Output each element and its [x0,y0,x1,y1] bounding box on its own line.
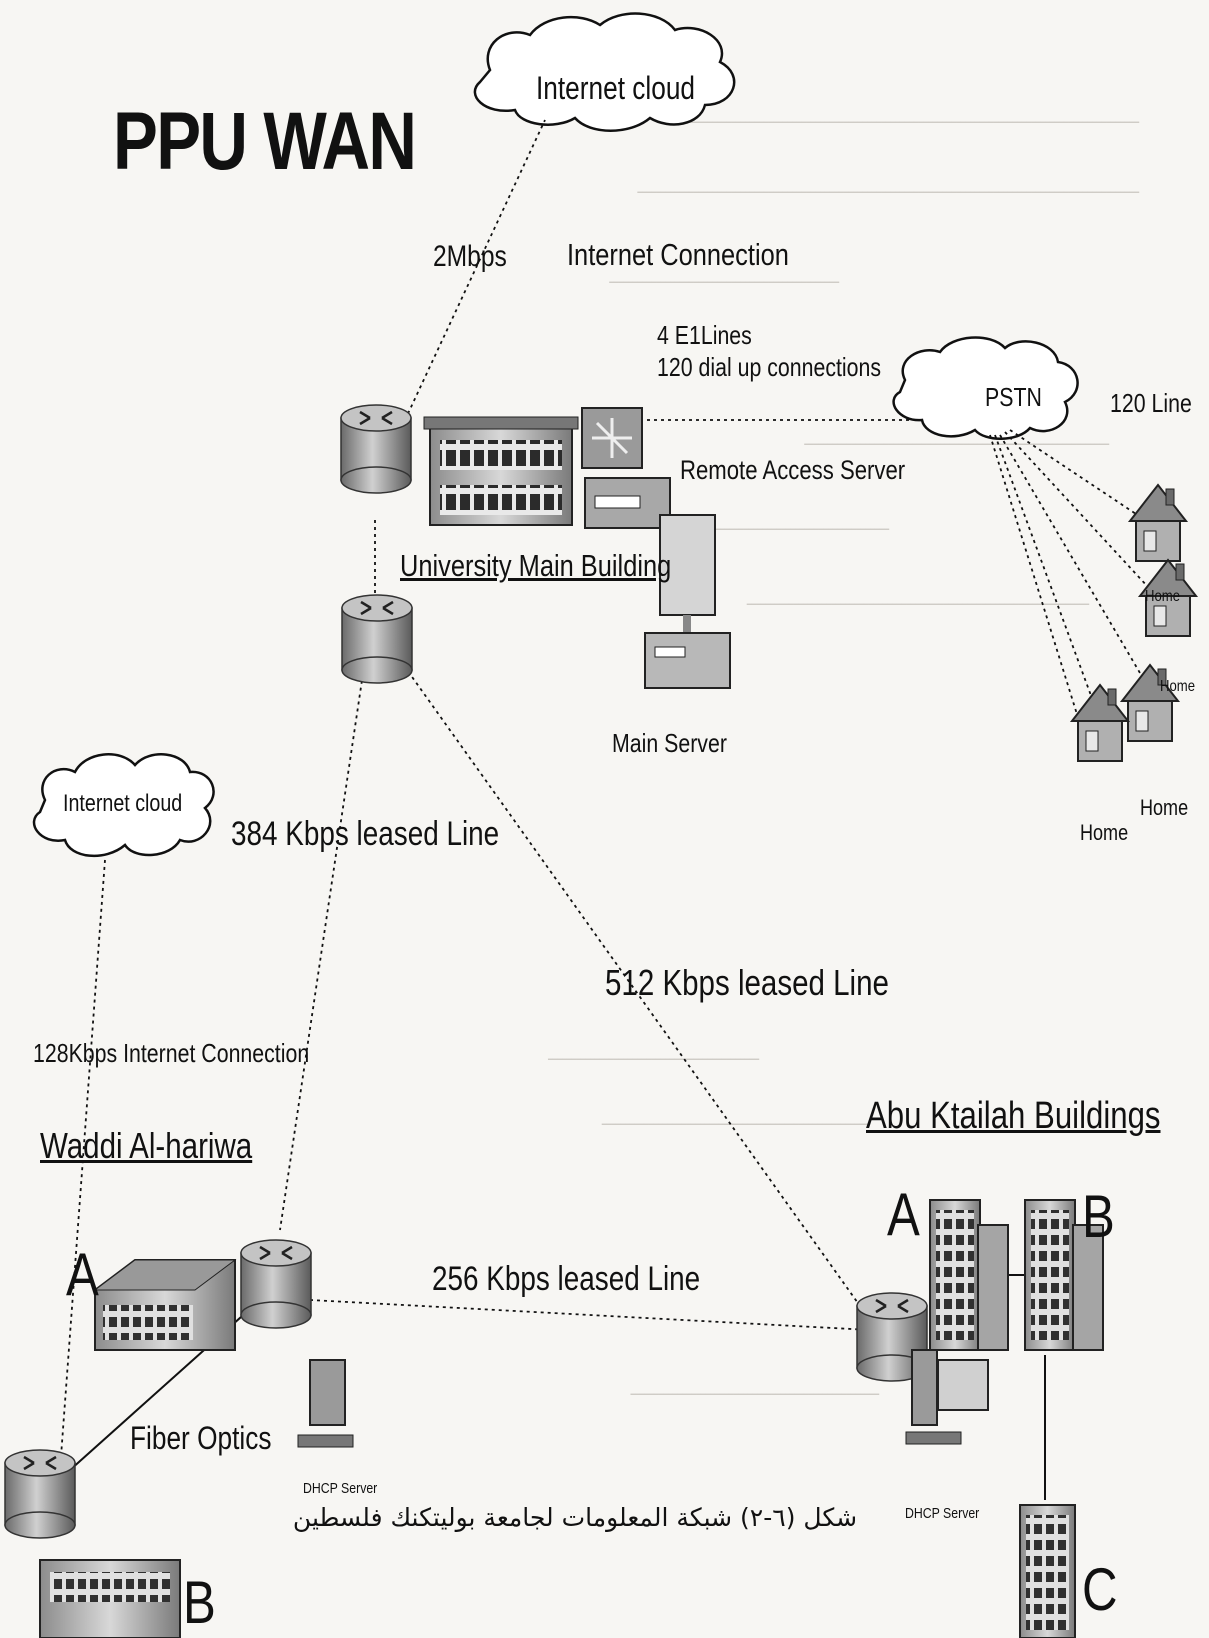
dhcp-server-right-label: DHCP Server [905,1505,980,1522]
building-c-right-label: C [1082,1556,1118,1623]
main-server-label: Main Server [612,728,727,758]
main-server [644,514,731,689]
background-text-line: ــــــــــــــــــــــــــــــــــــــــ… [548,1045,759,1064]
leased-384-label: 384 Kbps leased Line [231,815,500,853]
pstn-lines-label: 120 Line [1110,388,1192,418]
main-building-label: University Main Building [400,548,672,583]
home-label: Home [1080,820,1129,845]
main-building [423,416,579,526]
internet-cloud-top-label: Internet cloud [536,70,696,106]
abu-ktailah-building-a [929,1199,1009,1351]
waddi-building [93,1259,237,1351]
building-a-left-label: A [66,1241,99,1308]
waddi-building-b [39,1559,181,1638]
link-512-leased [399,659,871,1321]
background-text-line: ــــــــــــــــــــــــــــــــــــــــ… [601,1110,869,1129]
caption-text: شبكة المعلومات لجامعة بوليتكنك فلسطين [292,1503,733,1532]
home-3 [1121,664,1179,742]
remote-access-server [584,477,671,529]
waddi-label: Waddi Al-hariwa [40,1125,253,1166]
abu-ktailah-label: Abu Ktailah Buildings [866,1095,1161,1137]
router-waddi [239,1238,313,1330]
link-pstn-home-1 [1009,429,1146,521]
router-main-top [339,403,413,495]
home-label: Home [1145,588,1181,605]
diagram-title: PPU WAN [113,96,417,187]
remote-access-switch [581,407,643,469]
abu-ktailah-building-b [1024,1199,1104,1351]
link-256-leased [309,1299,871,1331]
internet-cloud-left [32,753,215,858]
figure-caption: شكل (٦-٢) شبكة المعلومات لجامعة بوليتكنك… [210,1498,940,1538]
link-pstn-home-3 [999,434,1151,691]
link-top-router-to-cloud [404,119,546,421]
link-pstn-home-4 [994,434,1101,721]
caption-label: شكل (٦-٢) [740,1503,858,1532]
dhcp-server-right [905,1349,989,1445]
dial-up-label: 120 dial up connections [657,352,882,382]
internet-connection-label: Internet Connection [567,237,789,272]
dhcp-server-left-label: DHCP Server [303,1480,378,1497]
background-text-line: ــــــــــــــــــــــــــــــــــــــــ… [804,430,1109,449]
remote-access-label: Remote Access Server [680,455,906,485]
home-1 [1129,484,1187,562]
internet-cloud-top [473,12,736,132]
background-text-line: ــــــــــــــــــــــــــــــــــــــــ… [746,590,1089,609]
building-b-right-label: B [1082,1183,1115,1250]
home-label: Home [1160,678,1196,695]
background-text-line: ــــــــــــــــــــــــــــــــــــــــ… [687,515,889,534]
building-a-right-label: A [887,1181,920,1248]
abu-ktailah-building-c [1019,1504,1076,1638]
e1-lines-label: 4 E1Lines [657,320,752,350]
link-pstn-home-5 [989,434,1086,741]
leased-512-label: 512 Kbps leased Line [605,962,889,1003]
internet-cloud-left-label: Internet cloud [63,790,183,817]
router-main-second [340,593,414,685]
speed-2mbps-label: 2Mbps [433,240,507,273]
link-pstn-home-2 [1004,431,1161,601]
building-b-left-label: B [183,1569,216,1636]
pstn-cloud [892,336,1079,440]
fiber-optics-label: Fiber Optics [130,1420,272,1456]
home-4 [1071,684,1129,762]
dhcp-server-left [297,1359,354,1448]
router-waddi-a [3,1448,77,1540]
internet-128-label: 128Kbps Internet Connection [33,1038,310,1068]
home-label: Home [1140,795,1189,820]
background-text-line: ــــــــــــــــــــــــــــــــــــــــ… [630,1380,879,1399]
background-text-line: ــــــــــــــــــــــــــــــــــــــــ… [609,268,839,287]
leased-256-label: 256 Kbps leased Line [432,1260,701,1298]
pstn-label: PSTN [985,382,1042,412]
link-384-leased [279,659,366,1231]
background-text-line: ــــــــــــــــــــــــــــــــــــــــ… [684,108,1139,127]
background-text-line: ــــــــــــــــــــــــــــــــــــــــ… [637,178,1139,197]
